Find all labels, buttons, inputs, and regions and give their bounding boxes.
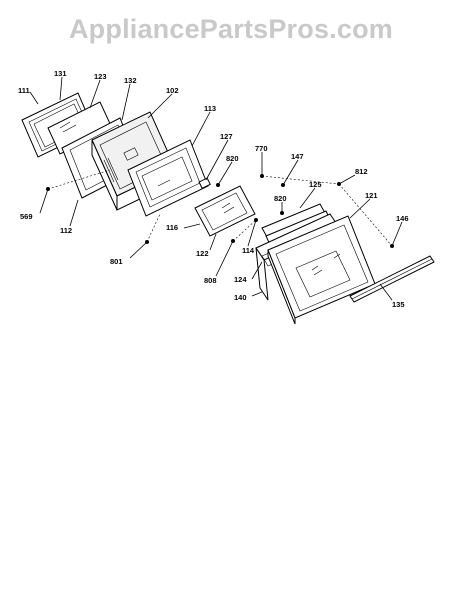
callout-147: 147: [291, 152, 304, 161]
callout-127: 127: [220, 132, 233, 141]
callout-770: 770: [255, 144, 268, 153]
callout-123: 123: [94, 72, 107, 81]
callout-122: 122: [196, 249, 209, 258]
callout-146: 146: [396, 214, 409, 223]
door-handle: [349, 255, 435, 303]
callout-135: 135: [392, 300, 405, 309]
callout-808: 808: [204, 276, 217, 285]
callout-114: 114: [242, 246, 255, 255]
callout-131: 131: [54, 69, 67, 78]
watermark: AppliancePartsPros.com: [68, 14, 393, 44]
callout-125: 125: [309, 180, 322, 189]
window-frame: [194, 185, 256, 237]
callout-820-lower: 820: [274, 194, 287, 203]
callout-121: 121: [365, 191, 378, 200]
callout-569: 569: [20, 212, 33, 221]
outer-door-panel: [267, 215, 376, 325]
callout-116: 116: [166, 223, 178, 232]
callout-102: 102: [166, 86, 179, 95]
callout-132: 132: [124, 76, 137, 85]
callout-112: 112: [60, 226, 72, 235]
callout-812: 812: [355, 167, 368, 176]
callout-111: 111: [18, 86, 30, 95]
door-latch: [198, 177, 211, 190]
callout-140: 140: [234, 293, 247, 302]
callout-113: 113: [204, 104, 216, 113]
callout-124: 124: [234, 275, 247, 284]
callout-801: 801: [110, 257, 123, 266]
callout-820-upper: 820: [226, 154, 239, 163]
